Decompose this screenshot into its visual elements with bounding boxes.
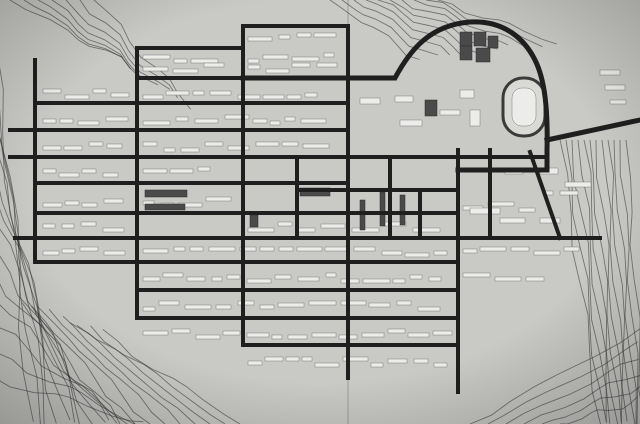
planning-model-map xyxy=(0,0,640,424)
photo-vignette xyxy=(0,0,640,424)
